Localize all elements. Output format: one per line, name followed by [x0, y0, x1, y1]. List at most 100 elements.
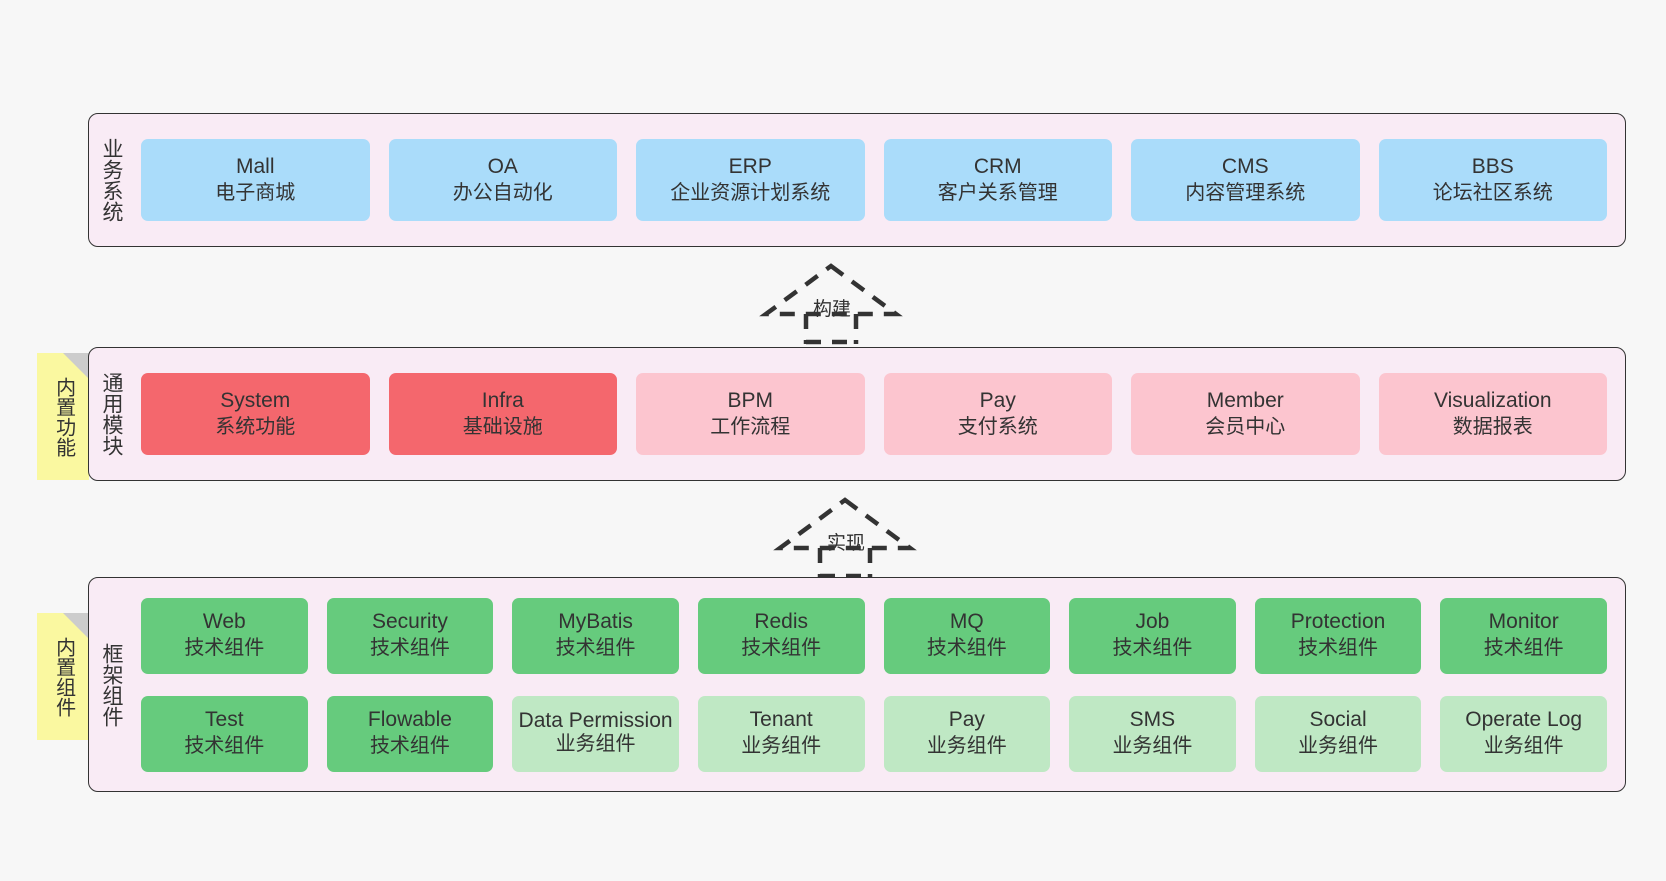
- card-desc: 业务组件: [555, 733, 636, 756]
- card-name: MQ: [949, 610, 984, 634]
- layer-framework-component: 框架组件 Web 技术组件 Security 技术组件 MyBatis 技术组件…: [88, 577, 1626, 792]
- card-desc: 会员中心: [1205, 415, 1286, 438]
- card-name: Social: [1309, 708, 1367, 732]
- sticky-note-label: 内置组件: [52, 636, 75, 717]
- framework-card-redis[interactable]: Redis 技术组件: [697, 597, 865, 674]
- framework-card-mybatis[interactable]: MyBatis 技术组件: [512, 597, 679, 674]
- folded-corner-icon: [63, 613, 89, 639]
- card-name: BPM: [727, 388, 773, 412]
- framework-card-job[interactable]: Job 技术组件: [1069, 597, 1236, 674]
- card-name: Security: [372, 610, 448, 634]
- card-name: MyBatis: [558, 610, 633, 634]
- framework-component-row-2: Test 技术组件 Flowable 技术组件 Data Permission …: [141, 695, 1607, 772]
- card-name: Monitor: [1488, 610, 1559, 634]
- framework-card-operate-log[interactable]: Operate Log 业务组件: [1440, 695, 1607, 772]
- card-desc: 业务组件: [1298, 735, 1379, 758]
- card-desc: 客户关系管理: [937, 181, 1058, 204]
- card-name: CMS: [1221, 154, 1269, 178]
- business-card-bbs[interactable]: BBS 论坛社区系统: [1378, 139, 1607, 221]
- module-card-system[interactable]: System 系统功能: [141, 373, 370, 455]
- card-name: OA: [487, 154, 518, 178]
- framework-card-social[interactable]: Social 业务组件: [1254, 695, 1422, 772]
- card-desc: 数据报表: [1452, 415, 1533, 438]
- framework-card-security[interactable]: Security 技术组件: [326, 597, 494, 674]
- card-desc: 企业资源计划系统: [670, 181, 831, 204]
- business-card-mall[interactable]: Mall 电子商城: [141, 139, 370, 221]
- layer-common-module-title: 通用模块: [99, 372, 123, 456]
- card-desc: 工作流程: [710, 415, 791, 438]
- card-name: CRM: [973, 154, 1022, 178]
- business-card-crm[interactable]: CRM 客户关系管理: [883, 139, 1112, 221]
- framework-card-web[interactable]: Web 技术组件: [141, 597, 308, 674]
- module-card-pay[interactable]: Pay 支付系统: [883, 373, 1112, 455]
- layer-common-module: 通用模块 System 系统功能 Infra 基础设施 BPM 工作流程 Pay…: [88, 347, 1626, 481]
- card-desc: 系统功能: [215, 415, 296, 438]
- business-card-oa[interactable]: OA 办公自动化: [388, 139, 617, 221]
- layer-business-system-body: Mall 电子商城 OA 办公自动化 ERP 企业资源计划系统 CRM 客户关系…: [133, 114, 1625, 246]
- card-name: Test: [205, 708, 244, 732]
- card-name: Protection: [1290, 610, 1386, 634]
- card-name: Job: [1135, 610, 1170, 634]
- card-name: Member: [1206, 388, 1284, 412]
- card-desc: 论坛社区系统: [1432, 181, 1553, 204]
- card-name: ERP: [728, 154, 772, 178]
- framework-card-data-permission[interactable]: Data Permission 业务组件: [512, 695, 679, 772]
- connector-build-label: 构建: [813, 299, 852, 320]
- card-desc: 技术组件: [555, 637, 636, 660]
- folded-corner-icon: [63, 353, 89, 379]
- card-name: Flowable: [367, 708, 452, 732]
- framework-card-monitor[interactable]: Monitor 技术组件: [1440, 597, 1607, 674]
- layer-business-system: 业务系统 Mall 电子商城 OA 办公自动化 ERP 企业资源计划系统 CRM…: [88, 113, 1626, 247]
- card-name: Web: [202, 610, 246, 634]
- card-desc: 业务组件: [1112, 735, 1193, 758]
- card-name: Redis: [754, 610, 809, 634]
- card-desc: 技术组件: [369, 637, 450, 660]
- card-name: Pay: [948, 708, 985, 732]
- card-desc: 技术组件: [1298, 637, 1379, 660]
- business-system-row: Mall 电子商城 OA 办公自动化 ERP 企业资源计划系统 CRM 客户关系…: [141, 139, 1607, 221]
- framework-card-test[interactable]: Test 技术组件: [141, 695, 308, 772]
- sticky-note-builtin-components: 内置组件: [37, 613, 89, 740]
- business-card-erp[interactable]: ERP 企业资源计划系统: [636, 139, 865, 221]
- card-desc: 电子商城: [215, 181, 296, 204]
- card-desc: 技术组件: [1483, 637, 1564, 660]
- card-desc: 技术组件: [184, 637, 265, 660]
- card-desc: 支付系统: [957, 415, 1038, 438]
- framework-card-pay[interactable]: Pay 业务组件: [883, 695, 1051, 772]
- card-name: Infra: [481, 388, 524, 412]
- card-desc: 业务组件: [926, 735, 1007, 758]
- module-card-member[interactable]: Member 会员中心: [1131, 373, 1360, 455]
- common-module-row: System 系统功能 Infra 基础设施 BPM 工作流程 Pay 支付系统…: [141, 373, 1607, 455]
- card-desc: 办公自动化: [452, 181, 553, 204]
- module-card-infra[interactable]: Infra 基础设施: [388, 373, 617, 455]
- module-card-bpm[interactable]: BPM 工作流程: [636, 373, 865, 455]
- module-card-visualization[interactable]: Visualization 数据报表: [1378, 373, 1607, 455]
- card-desc: 技术组件: [369, 735, 450, 758]
- card-name: Operate Log: [1465, 708, 1583, 732]
- framework-card-mq[interactable]: MQ 技术组件: [883, 597, 1051, 674]
- card-desc: 技术组件: [926, 637, 1007, 660]
- card-desc: 技术组件: [1112, 637, 1193, 660]
- card-desc: 基础设施: [462, 415, 543, 438]
- framework-card-protection[interactable]: Protection 技术组件: [1254, 597, 1422, 674]
- framework-component-row-1: Web 技术组件 Security 技术组件 MyBatis 技术组件 Redi…: [141, 597, 1607, 674]
- card-desc: 内容管理系统: [1185, 181, 1306, 204]
- connector-implement: 实现: [770, 496, 920, 579]
- framework-card-flowable[interactable]: Flowable 技术组件: [326, 695, 494, 772]
- card-desc: 业务组件: [741, 735, 822, 758]
- layer-framework-component-body: Web 技术组件 Security 技术组件 MyBatis 技术组件 Redi…: [133, 578, 1625, 791]
- layer-business-system-title: 业务系统: [99, 138, 123, 222]
- card-desc: 技术组件: [741, 637, 822, 660]
- layer-common-module-body: System 系统功能 Infra 基础设施 BPM 工作流程 Pay 支付系统…: [133, 348, 1625, 480]
- sticky-note-label: 内置功能: [52, 376, 75, 457]
- business-card-cms[interactable]: CMS 内容管理系统: [1131, 139, 1360, 221]
- card-desc: 技术组件: [184, 735, 265, 758]
- framework-card-tenant[interactable]: Tenant 业务组件: [697, 695, 865, 772]
- card-name: Mall: [235, 154, 275, 178]
- card-name: SMS: [1129, 708, 1176, 732]
- framework-card-sms[interactable]: SMS 业务组件: [1069, 695, 1236, 772]
- sticky-note-builtin-features: 内置功能: [37, 353, 89, 480]
- card-name: System: [220, 388, 291, 412]
- card-name: Visualization: [1433, 388, 1552, 412]
